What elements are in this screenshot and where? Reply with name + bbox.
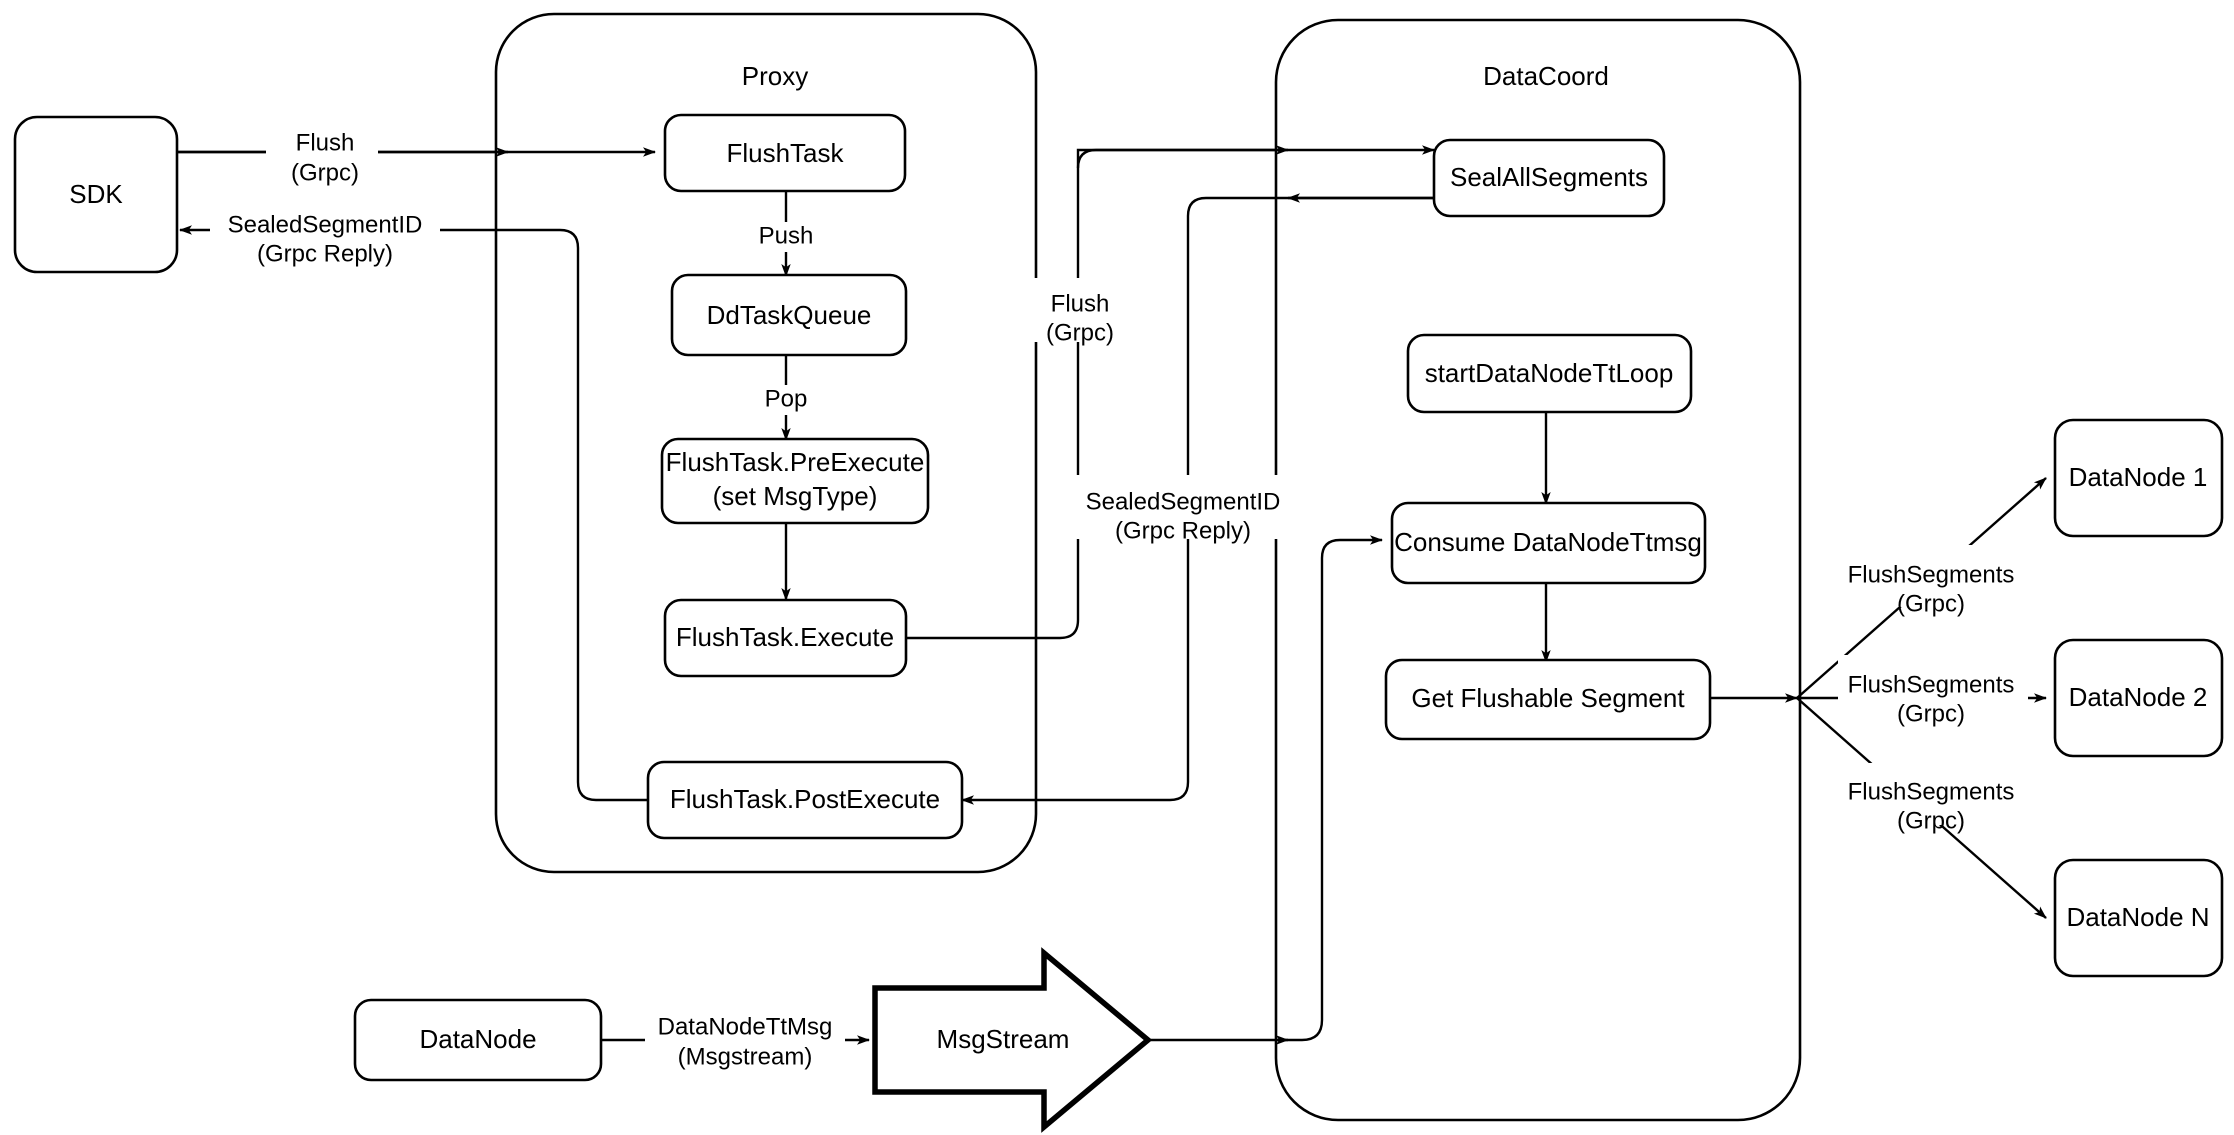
node-sdk-box[interactable]: [13, 115, 179, 274]
edge-execute-to-sealallsegments: [906, 145, 1435, 640]
edge-label-datanode-to-msgstream-line1: DataNodeTtMsg: [658, 1013, 833, 1040]
edge-label-datacoord-to-proxy-line1: SealedSegmentID: [1086, 488, 1281, 515]
proxy-container-title: Proxy: [742, 61, 808, 91]
edge-label-push-text: Push: [759, 222, 814, 249]
node-data-node-1[interactable]: DataNode 1: [2053, 418, 2224, 538]
node-start-tt-loop-box[interactable]: [1406, 333, 1693, 414]
edge-label-datanode-to-msgstream: DataNodeTtMsg (Msgstream): [645, 1010, 845, 1072]
node-post-execute-box[interactable]: [646, 760, 964, 840]
node-data-node-source-label: DataNode: [419, 1024, 536, 1054]
node-dd-task-queue-label: DdTaskQueue: [707, 300, 872, 330]
node-get-flushable-segment[interactable]: Get Flushable Segment: [1384, 658, 1712, 741]
node-post-execute-label: FlushTask.PostExecute: [670, 784, 940, 814]
edge-label-flush-segments-1-line1: FlushSegments: [1848, 561, 2015, 588]
node-sdk-label: SDK: [69, 179, 123, 209]
edge-postexecute-to-sdk: [179, 225, 648, 802]
node-consume-tt-msg[interactable]: Consume DataNodeTtmsg: [1390, 501, 1707, 585]
node-flush-task-label: FlushTask: [726, 138, 844, 168]
edge-label-flush-segments-2-line2: (Grpc): [1897, 700, 1965, 727]
node-consume-tt-msg-box[interactable]: [1390, 501, 1707, 585]
edge-label-datacoord-to-proxy: SealedSegmentID (Grpc Reply): [1073, 475, 1305, 544]
edge-ttmsg-to-consume: [1276, 535, 1383, 1042]
datacoord-container-title: DataCoord: [1483, 61, 1609, 91]
edge-label-pop: Pop: [744, 385, 828, 415]
edge-label-proxy-to-datacoord-line2: (Grpc): [1046, 319, 1114, 346]
edge-label-flush-segments-n: FlushSegments (Grpc): [1838, 763, 2028, 834]
node-execute[interactable]: FlushTask.Execute: [663, 598, 908, 678]
edge-label-proxy-to-sdk: SealedSegmentID (Grpc Reply): [210, 205, 440, 267]
node-data-node-1-label: DataNode 1: [2069, 462, 2208, 492]
node-execute-box[interactable]: [663, 598, 908, 678]
edge-label-flush-segments-n-line1: FlushSegments: [1848, 778, 2015, 805]
node-msg-stream-label: MsgStream: [937, 1024, 1070, 1054]
edge-label-flush-segments-1: FlushSegments (Grpc): [1838, 545, 2028, 617]
node-get-flushable-segment-label: Get Flushable Segment: [1411, 683, 1685, 713]
edge-label-datanode-to-msgstream-line2: (Msgstream): [678, 1043, 813, 1070]
node-post-execute[interactable]: FlushTask.PostExecute: [646, 760, 964, 840]
node-pre-execute-label-line2: (set MsgType): [713, 481, 878, 511]
edge-label-flush-segments-1-line2: (Grpc): [1897, 590, 1965, 617]
edge-label-flush-segments-2: FlushSegments (Grpc): [1838, 655, 2028, 727]
edge-label-sdk-to-proxy: Flush (Grpc): [266, 126, 378, 190]
datacoord-container-outline: [1274, 18, 1802, 1122]
edge-label-datacoord-to-proxy-line2: (Grpc Reply): [1115, 517, 1251, 544]
node-pre-execute-box[interactable]: [660, 437, 930, 525]
datacoord-container: DataCoord: [1274, 18, 1802, 1122]
node-data-node-n[interactable]: DataNode N: [2053, 858, 2224, 978]
node-dd-task-queue-box[interactable]: [670, 273, 908, 357]
node-flush-task-box[interactable]: [663, 113, 907, 193]
node-data-node-n-label: DataNode N: [2066, 902, 2209, 932]
edge-label-sdk-to-proxy-line1: Flush: [296, 129, 355, 156]
node-msg-stream-shape[interactable]: [872, 947, 1153, 1133]
proxy-container: Proxy: [494, 12, 1038, 874]
edge-label-proxy-to-sdk-line2: (Grpc Reply): [257, 240, 393, 267]
node-data-node-2-label: DataNode 2: [2069, 682, 2208, 712]
node-data-node-source-box[interactable]: [353, 998, 603, 1082]
node-pre-execute[interactable]: FlushTask.PreExecute (set MsgType): [660, 437, 930, 525]
node-sdk[interactable]: SDK: [13, 115, 179, 274]
proxy-container-outline: [494, 12, 1038, 874]
edge-label-sdk-to-proxy-line2: (Grpc): [291, 159, 359, 186]
edge-label-pop-text: Pop: [765, 385, 808, 412]
edge-label-flush-segments-n-line2: (Grpc): [1897, 807, 1965, 834]
node-msg-stream[interactable]: MsgStream: [872, 947, 1153, 1133]
node-consume-tt-msg-label: Consume DataNodeTtmsg: [1394, 527, 1702, 557]
node-data-node-2-box[interactable]: [2053, 638, 2224, 758]
node-execute-label: FlushTask.Execute: [676, 622, 894, 652]
node-seal-all-segments[interactable]: SealAllSegments: [1432, 138, 1666, 218]
node-seal-all-segments-label: SealAllSegments: [1450, 162, 1648, 192]
node-seal-all-segments-box[interactable]: [1432, 138, 1666, 218]
edge-flush-proxy-boundary: [1076, 145, 1289, 168]
edge-label-push: Push: [738, 222, 834, 252]
node-data-node-1-box[interactable]: [2053, 418, 2224, 538]
edge-label-proxy-to-datacoord: Flush (Grpc): [1024, 278, 1136, 346]
node-flush-task[interactable]: FlushTask: [663, 113, 907, 193]
edge-label-flush-segments-2-line1: FlushSegments: [1848, 671, 2015, 698]
node-start-tt-loop[interactable]: startDataNodeTtLoop: [1406, 333, 1693, 414]
node-pre-execute-label-line1: FlushTask.PreExecute: [666, 447, 925, 477]
node-data-node-n-box[interactable]: [2053, 858, 2224, 978]
node-data-node-2[interactable]: DataNode 2: [2053, 638, 2224, 758]
node-dd-task-queue[interactable]: DdTaskQueue: [670, 273, 908, 357]
edge-label-proxy-to-sdk-line1: SealedSegmentID: [228, 211, 423, 238]
node-start-tt-loop-label: startDataNodeTtLoop: [1425, 358, 1674, 388]
node-get-flushable-segment-box[interactable]: [1384, 658, 1712, 741]
node-data-node-source[interactable]: DataNode: [353, 998, 603, 1082]
edge-label-proxy-to-datacoord-line1: Flush: [1051, 290, 1110, 317]
